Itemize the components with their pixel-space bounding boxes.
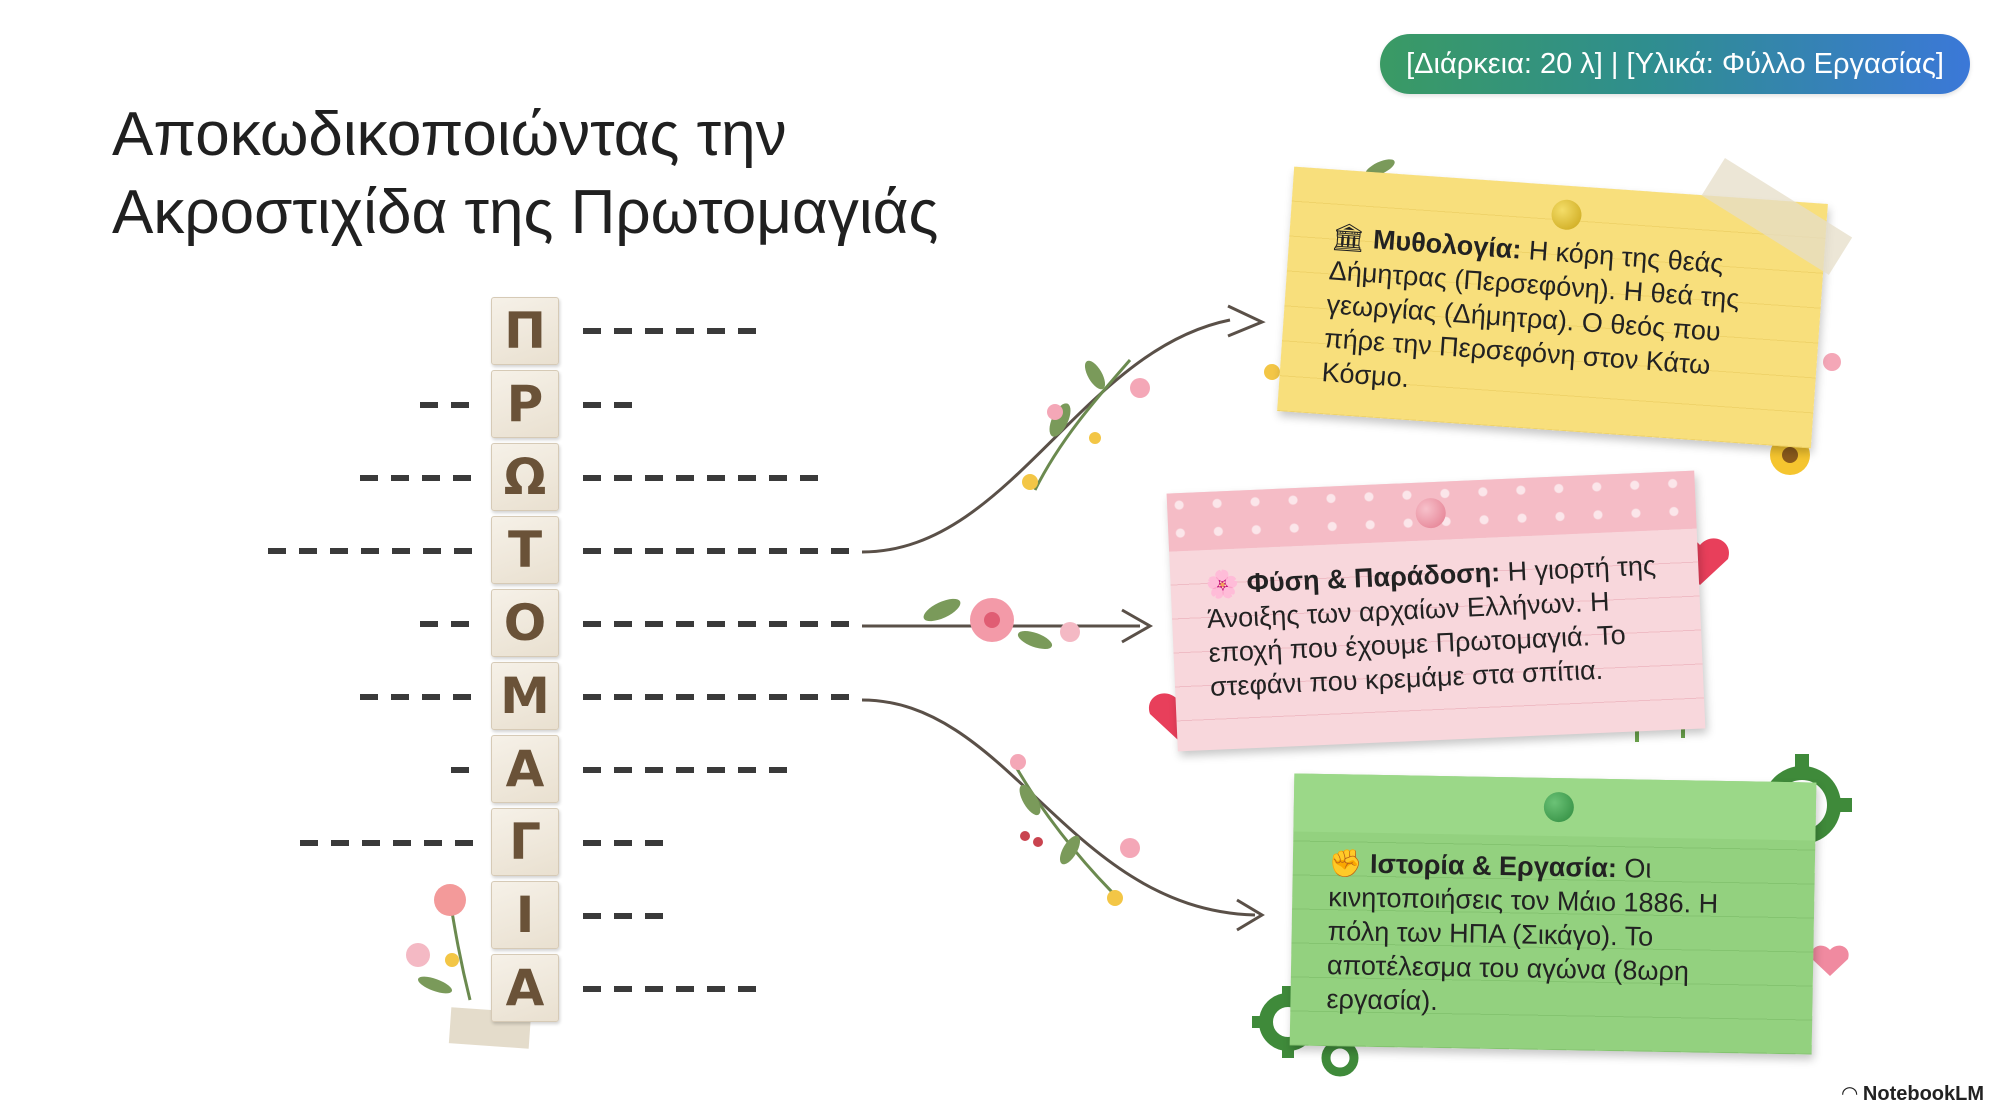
flower-icon xyxy=(1022,359,1150,491)
title-line-1: Αποκωδικοποιώντας την xyxy=(112,100,787,169)
acrostic-letter-tile: Τ xyxy=(491,516,559,584)
blossom-icon: 🌸 xyxy=(1204,568,1240,601)
note-nature-text: 🌸 Φύση & Παράδοση: Η γιορτή της Άνοιξης … xyxy=(1205,548,1680,704)
answer-blank[interactable] xyxy=(583,913,664,919)
acrostic-letter-tile: Π xyxy=(491,297,559,365)
answer-blank[interactable] xyxy=(583,694,850,700)
pin-icon xyxy=(1550,198,1583,231)
note-mythology-body: Η κόρη της θεάς Δήμητρας (Περσεφόνη). Η … xyxy=(1320,235,1741,394)
answer-blank[interactable] xyxy=(360,694,472,700)
notebooklm-logo-icon: ◠ xyxy=(1841,1083,1858,1105)
answer-blank[interactable] xyxy=(583,986,757,992)
note-history-heading: Ιστορία & Εργασία: xyxy=(1369,848,1618,884)
notebooklm-badge: ◠ NotebookLM xyxy=(1842,1081,1984,1106)
arrow-icon xyxy=(861,318,1231,554)
answer-blank[interactable] xyxy=(583,475,819,481)
note-mythology: 🏛 Μυθολογία: Η κόρη της θεάς Δήμητρας (Π… xyxy=(1277,158,1853,449)
answer-blank[interactable] xyxy=(451,767,469,773)
acrostic-letter-tile: Γ xyxy=(491,808,559,876)
arrow-icon xyxy=(861,698,1256,917)
answer-blank[interactable] xyxy=(583,621,850,627)
title-line-2: Ακροστιχίδα της Πρωτομαγιάς xyxy=(112,178,939,247)
page-title: Αποκωδικοποιώντας την Ακροστιχίδα της Πρ… xyxy=(112,96,1072,252)
acrostic-letter-tile: Μ xyxy=(491,662,559,730)
answer-blank[interactable] xyxy=(300,840,473,846)
acrostic-letter-tile: Ω xyxy=(491,443,559,511)
answer-blank[interactable] xyxy=(360,475,472,481)
acrostic-letter-tile: Ρ xyxy=(491,370,559,438)
acrostic-letter-tile: Ο xyxy=(491,589,559,657)
answer-blank[interactable] xyxy=(583,328,757,334)
note-history: ✊ Ιστορία & Εργασία: Οι κινητοποιήσεις τ… xyxy=(1289,773,1817,1055)
answer-blank[interactable] xyxy=(583,767,788,773)
info-pill: [Διάρκεια: 20 λ] | [Υλικά: Φύλλο Εργασία… xyxy=(1380,34,1970,94)
answer-blank[interactable] xyxy=(268,548,473,554)
note-nature: 🌸 Φύση & Παράδοση: Η γιορτή της Άνοιξης … xyxy=(1166,470,1706,752)
raised-fist-icon: ✊ xyxy=(1328,848,1363,879)
flower-icon xyxy=(923,598,1080,650)
answer-blank[interactable] xyxy=(583,402,632,408)
brand-label: NotebookLM xyxy=(1862,1083,1984,1105)
acrostic-letter-tile: Α xyxy=(491,735,559,803)
answer-blank[interactable] xyxy=(420,621,469,627)
note-history-text: ✊ Ιστορία & Εργασία: Οι κινητοποιήσεις τ… xyxy=(1326,846,1779,1024)
museum-icon: 🏛 xyxy=(1330,221,1367,254)
answer-blank[interactable] xyxy=(420,402,469,408)
acrostic-letter-tile: Α xyxy=(491,954,559,1022)
answer-blank[interactable] xyxy=(583,548,850,554)
note-mythology-heading: Μυθολογία: xyxy=(1372,224,1523,265)
flower-icon xyxy=(1010,754,1140,906)
acrostic-letter-tile: Ι xyxy=(491,881,559,949)
note-mythology-text: 🏛 Μυθολογία: Η κόρη της θεάς Δήμητρας (Π… xyxy=(1321,219,1792,421)
answer-blank[interactable] xyxy=(583,840,664,846)
